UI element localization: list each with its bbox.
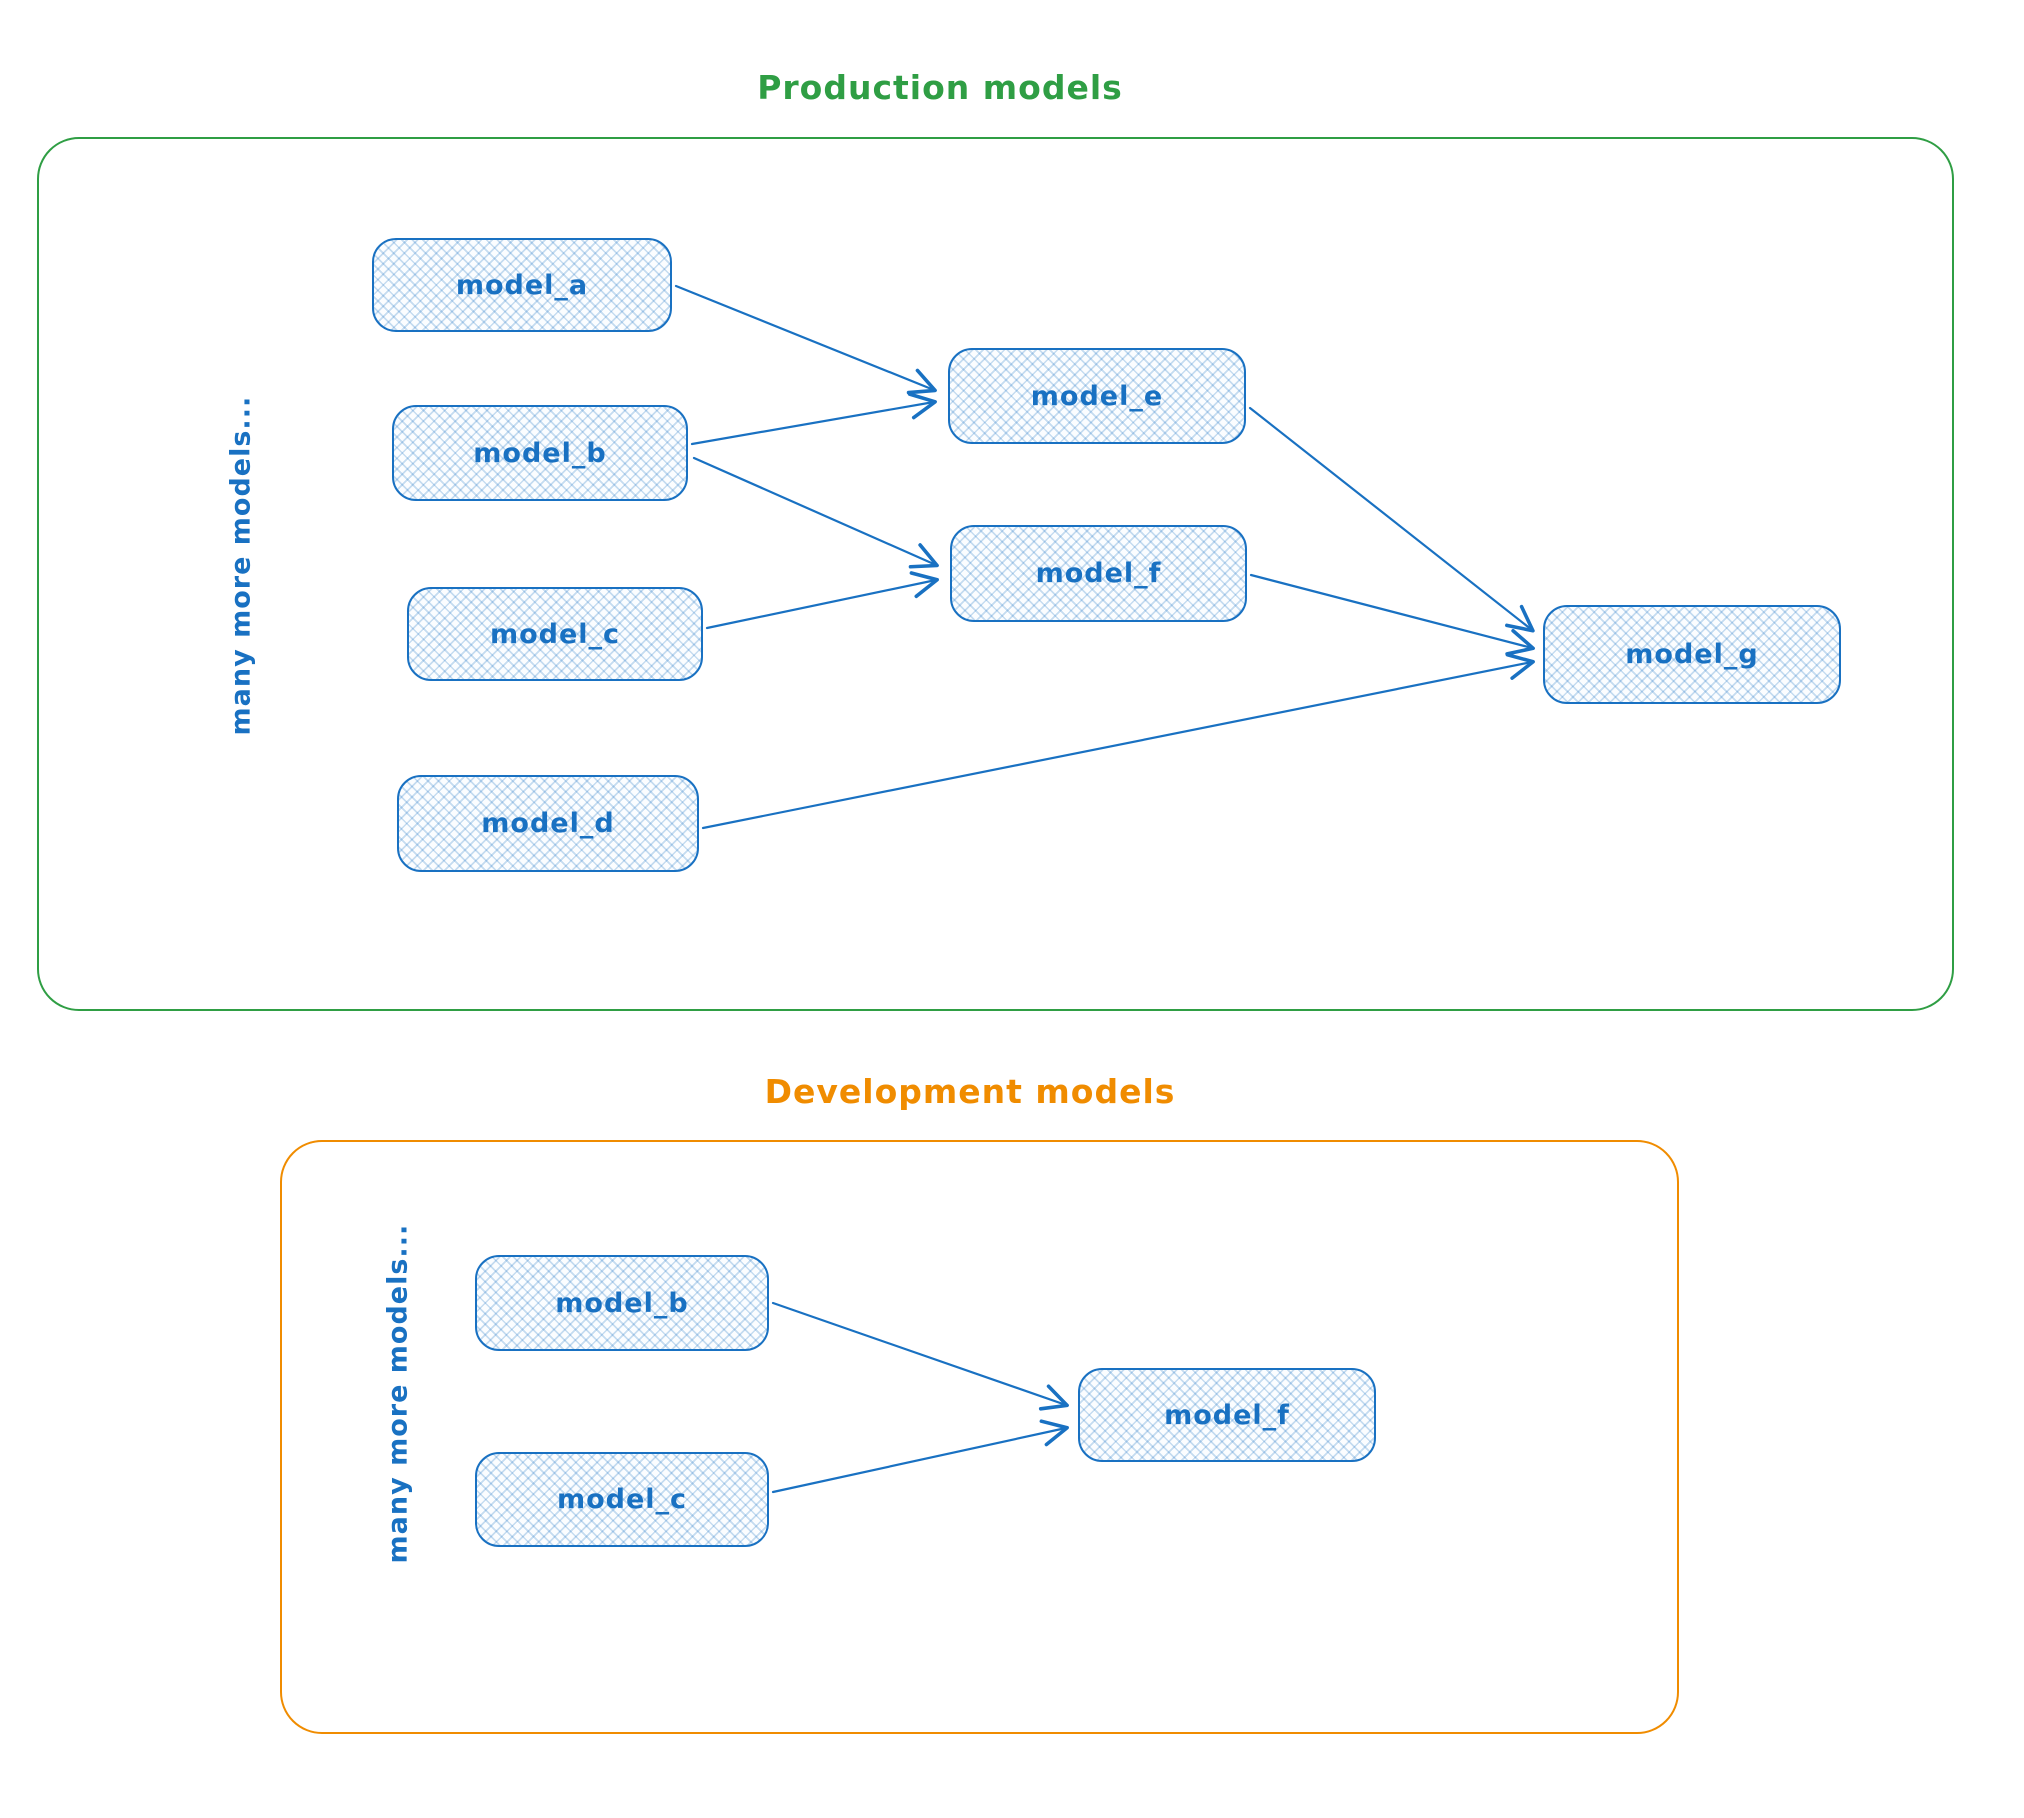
production-section-title: Production models: [757, 68, 1123, 107]
node-production-model-a[interactable]: model_a: [372, 238, 672, 332]
node-production-model-g[interactable]: model_g: [1543, 605, 1841, 704]
node-production-model-d[interactable]: model_d: [397, 775, 699, 872]
node-label: model_c: [556, 1484, 688, 1515]
node-label: model_a: [455, 269, 589, 301]
arrow-model_b-to-model_e[interactable]: [690, 392, 937, 446]
node-development-model-b[interactable]: model_b: [475, 1255, 769, 1351]
arrow-model_d-to-model_g[interactable]: [701, 652, 1535, 830]
node-production-model-c[interactable]: model_c: [407, 587, 703, 681]
arrow-dev-model_b-to-model_f[interactable]: [771, 1301, 1069, 1411]
node-development-model-c[interactable]: model_c: [475, 1452, 769, 1547]
node-label: model_f: [1035, 558, 1162, 589]
node-production-model-e[interactable]: model_e: [948, 348, 1246, 444]
node-label: model_c: [489, 618, 621, 650]
node-label: model_d: [481, 808, 615, 839]
node-label: model_b: [473, 437, 607, 469]
node-production-model-b[interactable]: model_b: [392, 405, 688, 501]
arrow-model_c-to-model_f[interactable]: [705, 571, 939, 630]
development-container[interactable]: [280, 1140, 1679, 1734]
node-development-model-f[interactable]: model_f: [1078, 1368, 1376, 1462]
node-production-model-f[interactable]: model_f: [950, 525, 1247, 622]
node-label: model_g: [1625, 639, 1759, 670]
production-container[interactable]: [37, 137, 1954, 1011]
node-label: model_b: [555, 1287, 689, 1319]
node-label: model_e: [1030, 380, 1164, 412]
arrow-model_a-to-model_e[interactable]: [674, 284, 937, 395]
node-label: model_f: [1164, 1399, 1290, 1431]
arrow-model_f-to-model_g[interactable]: [1249, 573, 1535, 656]
arrow-model_e-to-model_g[interactable]: [1248, 406, 1535, 633]
arrow-dev-model_c-to-model_f[interactable]: [771, 1419, 1069, 1494]
development-section-title: Development models: [764, 1072, 1176, 1111]
arrow-model_b-to-model_f[interactable]: [692, 456, 939, 569]
